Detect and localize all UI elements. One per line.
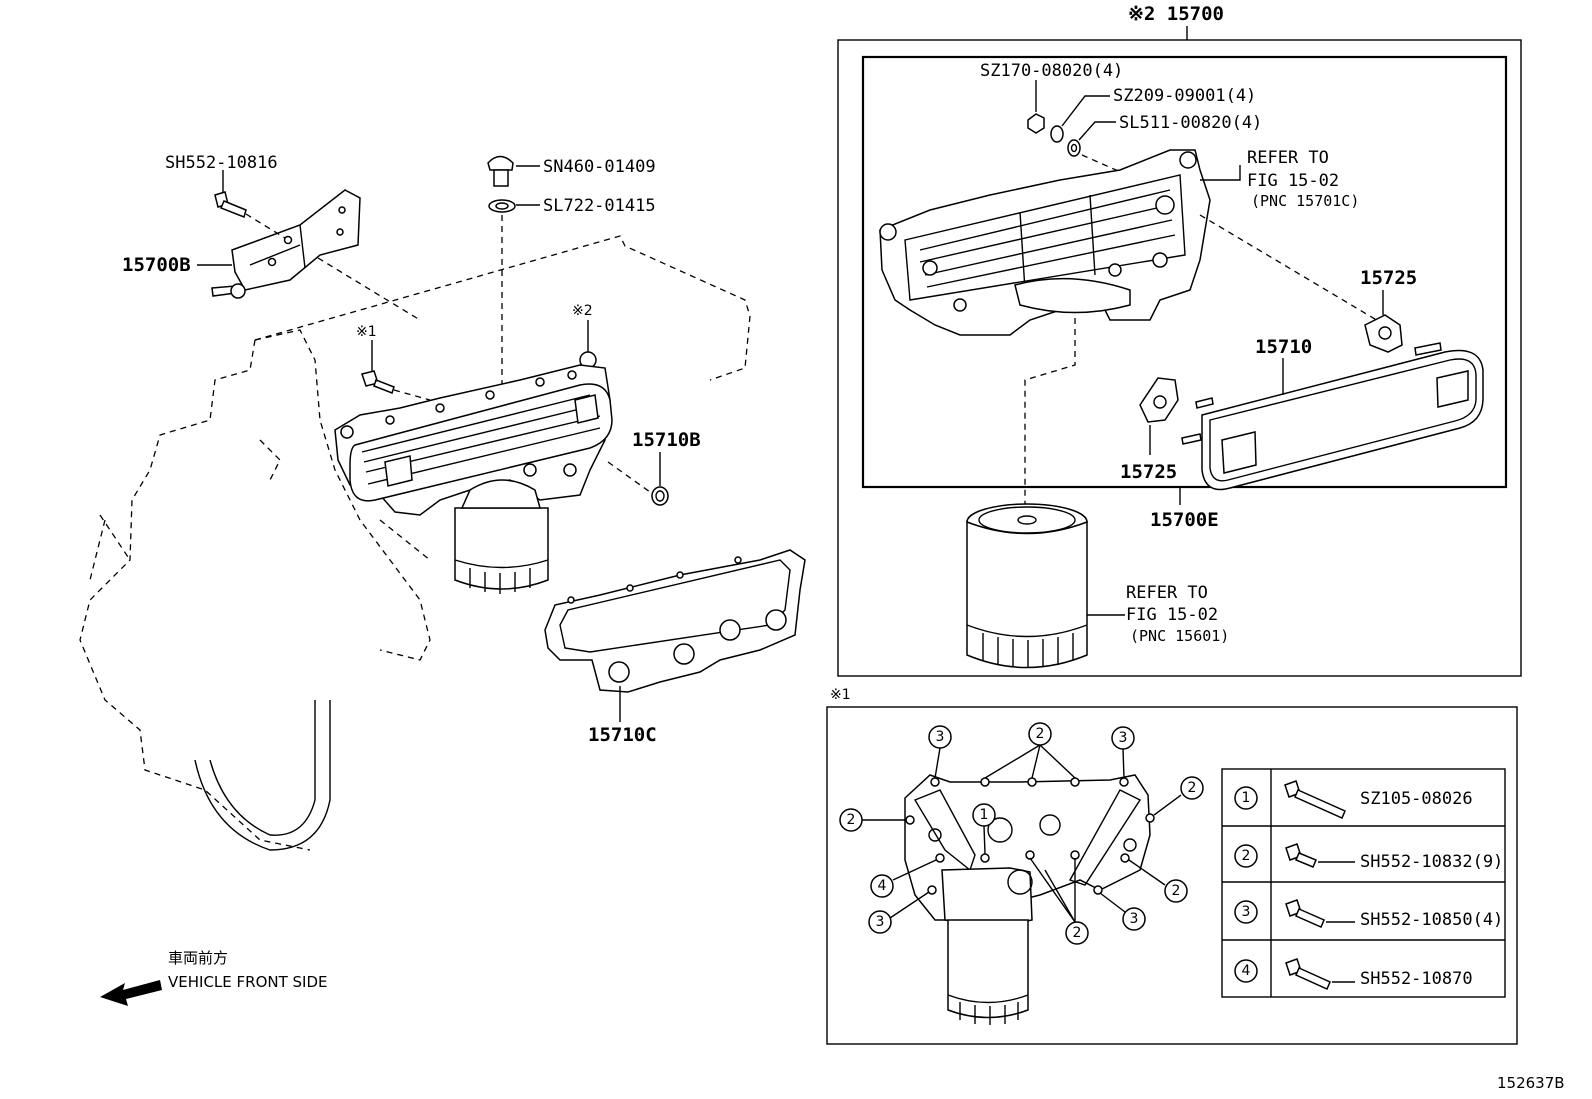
bolt-icon [1285, 899, 1325, 928]
label-15700e: 15700E [1150, 509, 1219, 531]
label-sn460: SN460-01409 [543, 157, 656, 177]
svg-text:3: 3 [1119, 730, 1128, 746]
oil-cooler-icon [334, 364, 613, 516]
label-sh552-10816: SH552-10816 [165, 153, 278, 173]
washer-icon [488, 199, 516, 213]
oil-filter-icon [966, 503, 1088, 669]
svg-text:4: 4 [878, 878, 887, 894]
callout-1: 1 [972, 803, 996, 855]
label-15700-assy: ※2 15700 [1128, 3, 1224, 25]
gasket-icon [1364, 314, 1403, 353]
label-sl511: SL511-00820(4) [1119, 113, 1262, 133]
callout-3-bottom: 3 [1099, 892, 1146, 931]
arrow-left-icon [100, 980, 162, 1006]
bolt-part-2: SH552-10832(9) [1360, 852, 1503, 872]
svg-text:2: 2 [1188, 780, 1197, 796]
callout-2-bottom: 2 [1029, 857, 1089, 945]
bolt-row-3: 3 SH552-10850(4) [1234, 899, 1503, 930]
label-15710b: 15710B [632, 429, 701, 451]
bolt-part-4: SH552-10870 [1360, 969, 1473, 989]
svg-text:3: 3 [1130, 911, 1139, 927]
mark-1-top: ※1 [356, 324, 377, 340]
label-sz170: SZ170-08020(4) [980, 61, 1123, 81]
bolt-row-4: 4 SH552-10870 [1234, 958, 1473, 990]
refer1-line-c: (PNC 15701C) [1251, 192, 1359, 210]
label-sl722: SL722-01415 [543, 196, 656, 216]
bolt-table: 1 SZ105-08026 2 SH552-10832(9) 3 [1221, 768, 1506, 998]
svg-text:2: 2 [1172, 883, 1181, 899]
label-15725-top: 15725 [1360, 267, 1417, 289]
bolt-icon [214, 191, 247, 218]
assy-outer-box [837, 39, 1522, 677]
svg-text:2: 2 [1036, 726, 1045, 742]
bolt-index-2: 2 [1242, 848, 1251, 864]
bolt-index-4: 4 [1242, 963, 1251, 979]
bolt-icon [361, 370, 395, 394]
front-side-en: VEHICLE FRONT SIDE [168, 973, 328, 991]
callout-2-right-top: 2 [1153, 776, 1204, 816]
engine-outline [79, 235, 751, 851]
label-sz209: SZ209-09001(4) [1113, 86, 1256, 106]
svg-text:2: 2 [847, 812, 856, 828]
callout-3-left: 3 [868, 891, 930, 934]
mark-2-top: ※2 [572, 303, 593, 319]
bolt-row-2: 2 SH552-10832(9) [1234, 843, 1503, 872]
oil-filter-icon [454, 479, 549, 594]
bolt-layout-box [826, 706, 1518, 1045]
refer1-line-b: FIG 15-02 [1247, 171, 1339, 191]
callout-2-left: 2 [839, 808, 906, 832]
bolt-icon [1285, 843, 1317, 868]
label-15710c: 15710C [588, 724, 657, 746]
gasket-icon [544, 549, 806, 693]
refer2-line-b: FIG 15-02 [1126, 605, 1218, 625]
svg-text:3: 3 [876, 914, 885, 930]
callout-2-right-bottom: 2 [1128, 859, 1188, 903]
svg-text:3: 3 [936, 729, 945, 745]
bolt-layout-outline [904, 774, 1155, 1025]
callout-3-top-left: 3 [928, 725, 952, 779]
bracket-15700b [211, 189, 361, 299]
callout-3-top-right: 3 [1111, 726, 1135, 779]
nut-icon [1027, 113, 1045, 134]
washer-icon [1050, 125, 1064, 143]
front-side-jp: 車両前方 [168, 949, 228, 967]
refer2-line-a: REFER TO [1126, 583, 1208, 603]
label-15725-low: 15725 [1120, 461, 1177, 483]
callout-2-top: 2 [984, 722, 1076, 779]
gasket-icon [1139, 377, 1179, 423]
svg-text:1: 1 [980, 807, 989, 823]
svg-text:2: 2 [1073, 925, 1082, 941]
label-15710: 15710 [1255, 336, 1312, 358]
oil-cooler-core [1181, 342, 1484, 491]
assy-inner-box [861, 55, 1508, 489]
bolt-row-1: 1 SZ105-08026 [1234, 780, 1473, 819]
washer-icon [1067, 139, 1081, 157]
label-15700b: 15700B [122, 254, 191, 276]
bolt-part-3: SH552-10850(4) [1360, 910, 1503, 930]
bolt-index-1: 1 [1242, 790, 1251, 806]
bolt-part-1: SZ105-08026 [1360, 789, 1473, 809]
refer1-line-a: REFER TO [1247, 148, 1329, 168]
plug-icon [487, 155, 514, 187]
bolt-index-3: 3 [1242, 904, 1251, 920]
bolt-icon [1285, 958, 1331, 990]
refer2-line-c: (PNC 15601) [1130, 627, 1229, 645]
callout-4: 4 [870, 859, 937, 898]
figure-id: 152637B [1497, 1074, 1565, 1092]
bolt-icon [1284, 780, 1346, 819]
oil-cooler-housing [879, 149, 1211, 336]
mark-1-box: ※1 [830, 687, 851, 703]
